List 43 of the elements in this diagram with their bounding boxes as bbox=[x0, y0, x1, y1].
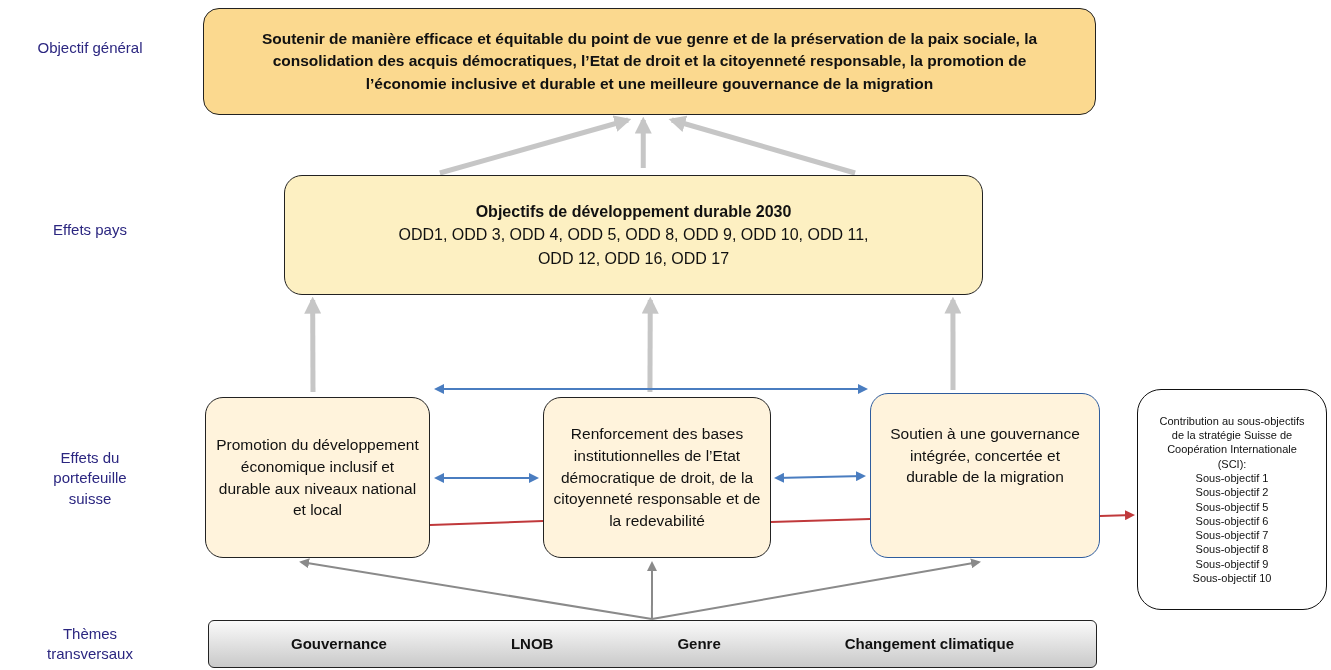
level-label: Effets du portefeuille suisse bbox=[52, 448, 128, 509]
box-text: Sous-objectif 2 bbox=[1195, 485, 1269, 500]
box-text: Sous-objectif 1 bbox=[1195, 470, 1269, 486]
box-heading: Contribution au sous-objectifs de la stratégie Suisse de Coopération Internationale (SCI): bbox=[1158, 413, 1306, 471]
level-label: Thèmes transversaux bbox=[46, 624, 134, 665]
arrow bbox=[439, 115, 632, 176]
arrow bbox=[647, 561, 657, 620]
box-text: Renforcement des bases institutionnelles de l’Etat démocratique de droit, de la citoyenneté responsable et de la redevabilité bbox=[552, 424, 762, 532]
rounded-box bbox=[1137, 389, 1327, 610]
arrow bbox=[774, 471, 866, 483]
box-heading: Objectifs de développement durable 2030 bbox=[475, 202, 792, 223]
theme-label: LNOB bbox=[510, 635, 554, 653]
arrow bbox=[668, 115, 856, 176]
level-label: Objectif général bbox=[36, 38, 144, 58]
theme-label: Gouvernance bbox=[291, 635, 387, 653]
box-text: Sous-objectif 6 bbox=[1195, 513, 1269, 529]
arrow bbox=[944, 296, 962, 390]
box-text: Soutien à une gouvernance intégrée, concertée et durable de la migration bbox=[889, 423, 1081, 488]
arrow bbox=[650, 558, 981, 620]
rounded-box bbox=[205, 397, 430, 558]
arrow bbox=[634, 116, 652, 168]
theme-label: Genre bbox=[677, 635, 721, 653]
box-text: Sous-objectif 10 bbox=[1192, 571, 1272, 586]
theme-label: Changement climatique bbox=[844, 635, 1014, 653]
box-text: Sous-objectif 7 bbox=[1195, 528, 1269, 543]
box-text: Sous-objectif 9 bbox=[1195, 556, 1269, 571]
arrow bbox=[641, 296, 659, 392]
rounded-box bbox=[284, 175, 983, 295]
arrow bbox=[1099, 510, 1135, 521]
arrow bbox=[299, 558, 653, 620]
box-text: ODD1, ODD 3, ODD 4, ODD 5, ODD 8, ODD 9, ODD 10, ODD 11, ODD 12, ODD 16, ODD 17 bbox=[397, 225, 870, 269]
arrow bbox=[434, 384, 868, 394]
arrow bbox=[434, 473, 539, 483]
rounded-box bbox=[543, 397, 771, 558]
box-text: Sous-objectif 8 bbox=[1195, 542, 1269, 557]
box-text: Soutenir de manière efficace et équitable du point de vue genre et de la préservation de la paix sociale, la consolidation des acquis démocratiques, l’Etat de droit et la citoyenneté responsable, la promotion de l’économie inclusive et durable et une meilleure gouvernance de la migration bbox=[260, 28, 1039, 94]
box-text: Sous-objectif 5 bbox=[1195, 499, 1269, 514]
level-label: Effets pays bbox=[52, 220, 128, 240]
rounded-box bbox=[203, 8, 1096, 115]
theme-bar bbox=[208, 620, 1097, 668]
arrow bbox=[304, 296, 322, 392]
box-text: Promotion du développement économique inclusif et durable aux niveaux national et local bbox=[216, 435, 419, 521]
rounded-box bbox=[870, 393, 1100, 558]
